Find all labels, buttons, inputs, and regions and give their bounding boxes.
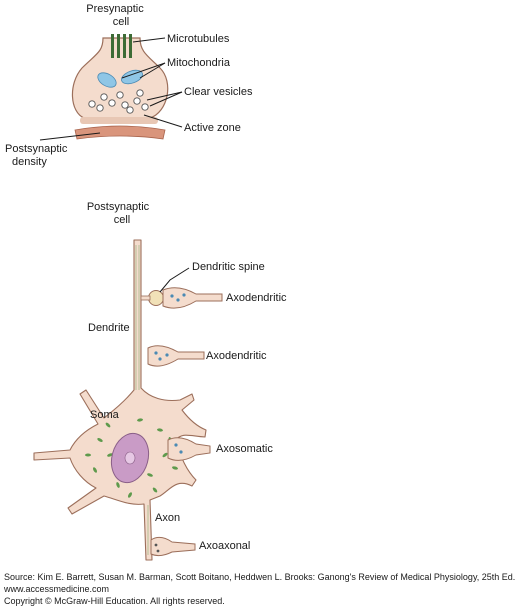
axodendritic-bouton-1 (162, 287, 223, 309)
postsynaptic-neuron (33, 239, 207, 561)
bottom-leader-lines (159, 267, 190, 293)
synaptic-boutons (147, 287, 223, 557)
postsynaptic-density-label-line2: density (12, 156, 47, 168)
neuron-processes (33, 239, 207, 561)
axodendritic-label-1: Axodendritic (226, 292, 287, 304)
microtubules (111, 34, 132, 58)
axodendritic-label-2: Axodendritic (206, 350, 267, 362)
postsynaptic-cell-label-line2: cell (114, 214, 131, 226)
postsynaptic-density-label-line1: Postsynaptic (5, 143, 68, 155)
soma-label: Soma (90, 409, 120, 421)
dendritic-spine-neck (140, 295, 151, 301)
active-zone-band (80, 117, 158, 124)
dendritic-spine-label: Dendritic spine (192, 261, 265, 273)
clear-vesicles (88, 89, 149, 114)
axosomatic-bouton (167, 437, 211, 461)
dendritic-spine-head (148, 290, 164, 306)
soma-organelles (85, 418, 178, 498)
postsynaptic-cell-label-line1: Postsynaptic (87, 201, 150, 213)
clear-vesicles-label: Clear vesicles (184, 86, 253, 98)
nucleolus (124, 451, 136, 465)
presynaptic-cell-body (71, 37, 169, 124)
dendrite-label: Dendrite (88, 322, 130, 334)
presynaptic-label-line1: Presynaptic (86, 3, 144, 15)
top-leader-lines (39, 37, 183, 141)
source-copyright: Copyright © McGraw-Hill Education. All r… (4, 596, 225, 606)
postsynaptic-density (74, 125, 166, 140)
presynaptic-terminal (71, 34, 169, 140)
source-website: www.accessmedicine.com (3, 584, 109, 594)
active-zone-label: Active zone (184, 122, 241, 134)
axodendritic-bouton-2 (147, 345, 205, 367)
mitochondria (97, 69, 143, 88)
source-citation: Source: Kim E. Barrett, Susan M. Barman,… (4, 572, 515, 582)
presynaptic-label-line2: cell (113, 16, 130, 28)
mitochondria-label: Mitochondria (167, 57, 231, 69)
microtubules-label: Microtubules (167, 33, 230, 45)
axosomatic-label: Axosomatic (216, 443, 273, 455)
axoaxonal-label: Axoaxonal (199, 540, 250, 552)
axoaxonal-bouton (150, 536, 196, 557)
axon-label: Axon (155, 512, 180, 524)
dendrite-filaments (135, 245, 149, 555)
